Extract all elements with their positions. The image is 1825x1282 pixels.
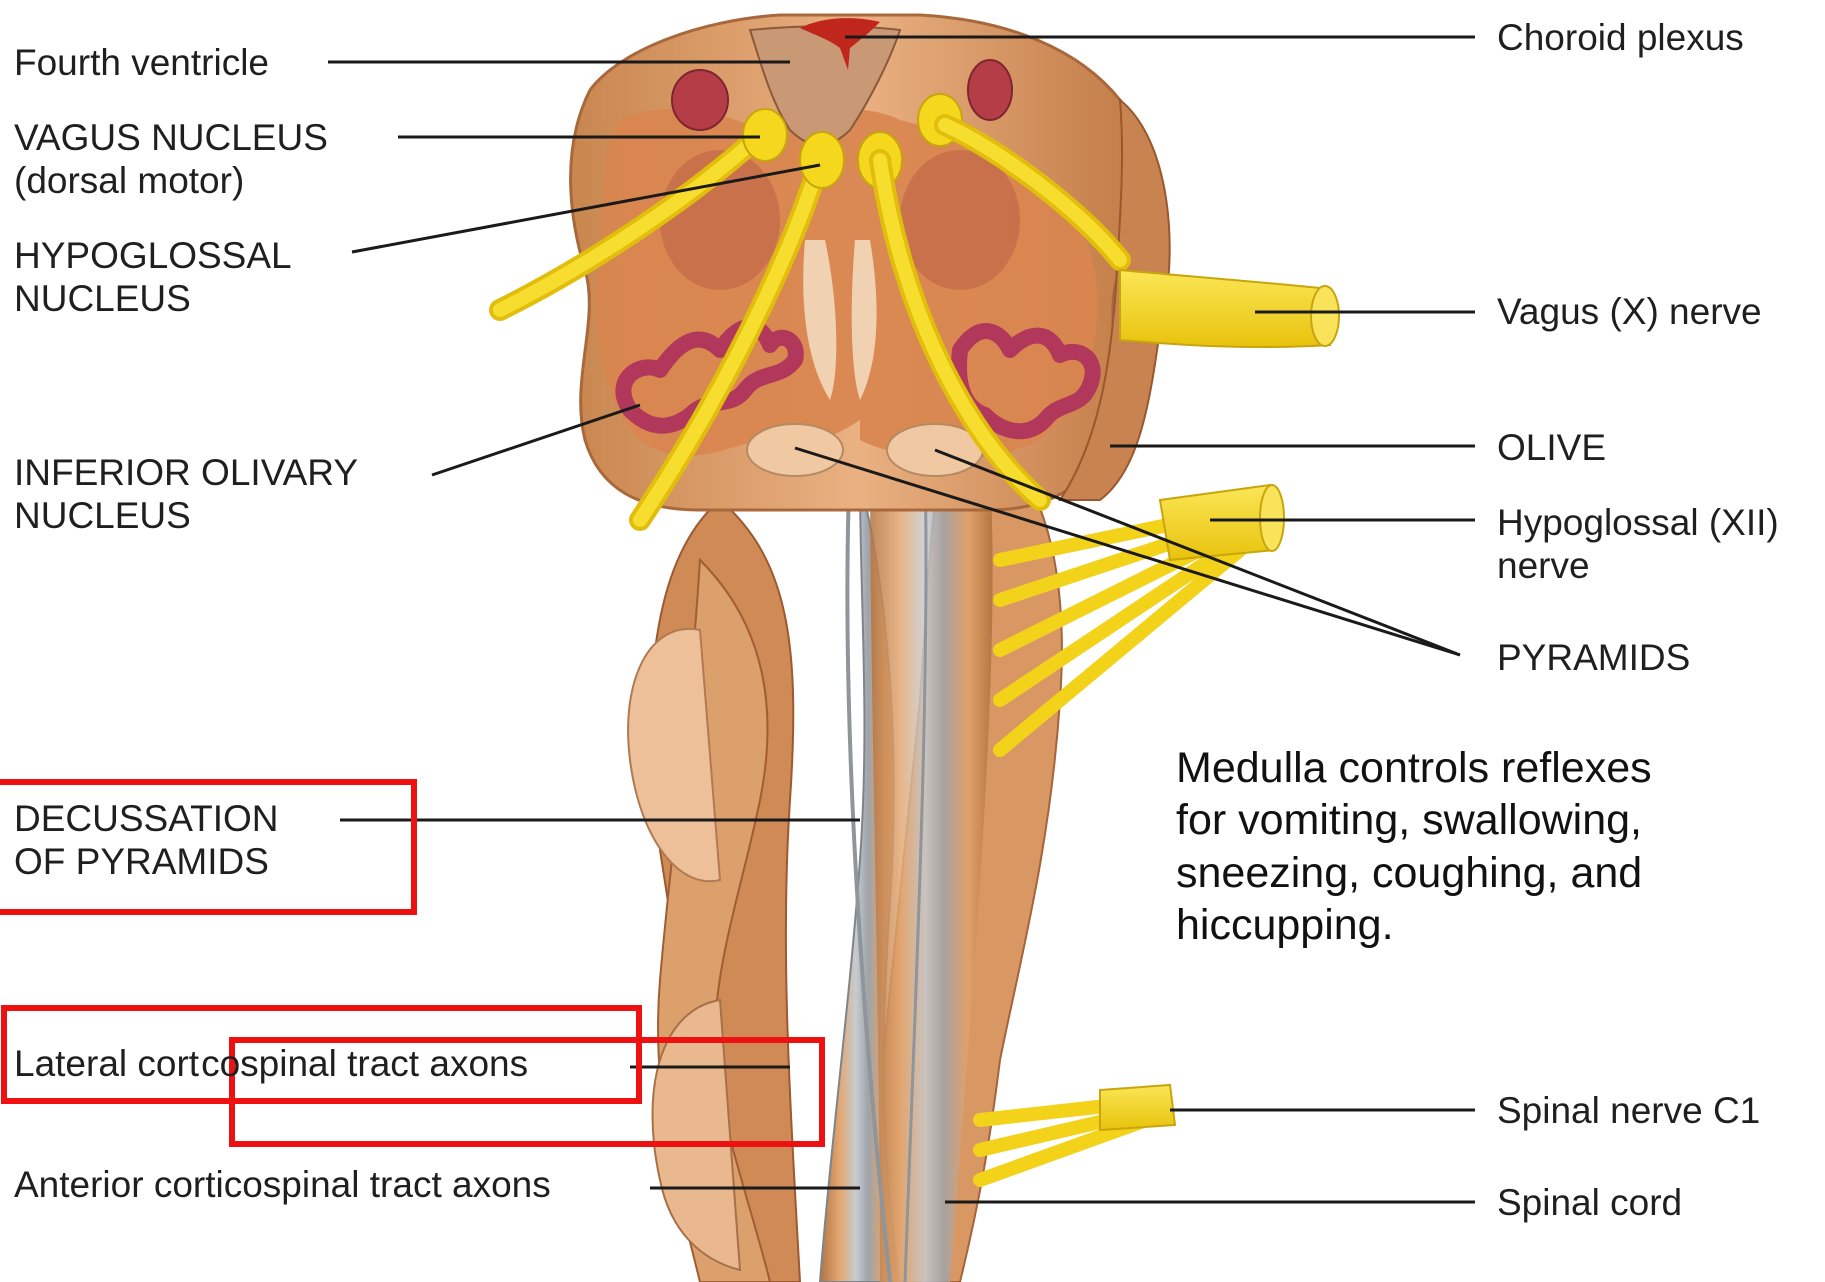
label-vagus-nucleus-line2: (dorsal motor) [14,160,328,203]
vagus-nerve-trunk [1120,270,1330,347]
label-decussation-line2: OF PYRAMIDS [14,841,279,884]
left-hypoglossal-bulb [800,132,844,188]
label-spinal-cord-text: Spinal cord [1497,1182,1682,1225]
label-vagus-nerve-text: Vagus (X) nerve [1497,291,1762,334]
label-olive: OLIVE [1497,427,1606,470]
label-lateral-tract-part-a: Lateral cort [14,1043,199,1086]
label-anterior-tract-text: Anterior corticospinal tract axons [14,1164,551,1207]
label-anterior-corticospinal-tract: Anterior corticospinal tract axons [14,1164,551,1207]
label-decussation-line1: DECUSSATION [14,798,279,841]
spinal-nerve-c1-trunk [1100,1085,1175,1130]
label-hypoglossal-nerve-line1: Hypoglossal (XII) [1497,502,1779,545]
note-line-4: hiccupping. [1176,899,1652,951]
hypoglossal-nerve-end [1260,485,1284,551]
label-pyramids-text: PYRAMIDS [1497,637,1690,680]
label-vagus-nucleus-line1: VAGUS NUCLEUS [14,117,328,160]
vagus-nerve-end [1311,286,1339,346]
label-olive-text: OLIVE [1497,427,1606,470]
label-spinal-cord: Spinal cord [1497,1182,1682,1225]
label-vagus-nucleus: VAGUS NUCLEUS (dorsal motor) [14,117,328,202]
right-reticular-mottle [900,150,1020,290]
label-fourth-ventricle: Fourth ventricle [14,42,269,85]
label-spinal-nerve-c1: Spinal nerve C1 [1497,1090,1760,1133]
note-line-2: for vomiting, swallowing, [1176,794,1652,846]
label-choroid-plexus: Choroid plexus [1497,17,1744,60]
label-pyramids: PYRAMIDS [1497,637,1690,680]
left-vagus-nucleus-bulb [743,109,787,161]
label-decussation-of-pyramids: DECUSSATION OF PYRAMIDS [14,798,279,883]
medulla-reflex-note: Medulla controls reflexes for vomiting, … [1176,742,1652,952]
label-spinal-nerve-c1-text: Spinal nerve C1 [1497,1090,1760,1133]
note-line-1: Medulla controls reflexes [1176,742,1652,794]
label-inferior-olivary-line2: NUCLEUS [14,495,358,538]
label-inferior-olivary-nucleus: INFERIOR OLIVARY NUCLEUS [14,452,358,537]
note-line-3: sneezing, coughing, and [1176,847,1652,899]
label-lateral-tract-part-b: cospinal tract axons [199,1043,528,1086]
label-hypoglossal-nucleus: HYPOGLOSSAL NUCLEUS [14,235,292,320]
label-inferior-olivary-line1: INFERIOR OLIVARY [14,452,358,495]
label-hypoglossal-nerve-line2: nerve [1497,545,1779,588]
label-choroid-plexus-text: Choroid plexus [1497,17,1744,60]
label-vagus-nerve: Vagus (X) nerve [1497,291,1762,334]
left-vagus-area [672,70,728,130]
label-hypoglossal-nerve: Hypoglossal (XII) nerve [1497,502,1779,587]
left-pyramid [747,424,843,476]
label-fourth-ventricle-text: Fourth ventricle [14,42,269,85]
label-hypoglossal-nucleus-line2: NUCLEUS [14,278,292,321]
medulla-cross-section [571,15,1170,510]
label-hypoglossal-nucleus-line1: HYPOGLOSSAL [14,235,292,278]
right-vagus-area [968,60,1012,120]
hypoglossal-nerve-trunk [1160,485,1275,560]
